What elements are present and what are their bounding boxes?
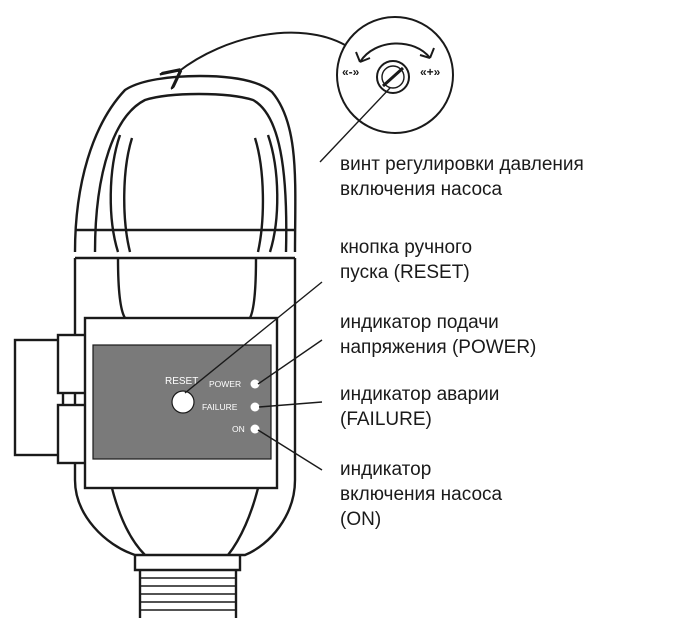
callout-failure-indicator: индикатор аварии (FAILURE) [340,382,499,432]
on-led [250,424,260,434]
side-connector [13,333,90,465]
callout-pressure-screw: винт регулировки давления включения насо… [340,152,584,202]
panel-power-label: POWER [209,379,241,389]
callout-on-line3: (ON) [340,509,382,530]
callout-pressure-screw-line1: винт регулировки давления [340,154,584,175]
failure-led [250,402,260,412]
callout-failure-line1: индикатор аварии [340,384,500,405]
callout-on-indicator: индикатор включения насоса (ON) [340,457,502,532]
callout-reset-line2: пуска (RESET) [340,262,470,283]
dial-plus-label: «+» [420,65,441,79]
screw-dial: «-» «+» [336,16,454,134]
dial-minus-label: «-» [342,65,360,79]
callout-power-indicator: индикатор подачи напряжения (POWER) [340,310,536,360]
dial-pointer-arrow [178,31,346,72]
thread-fitting [140,577,236,611]
callout-reset-button: кнопка ручного пуска (RESET) [340,235,472,285]
callout-failure-line2: (FAILURE) [340,409,432,430]
callout-pressure-screw-line2: включения насоса [340,179,503,200]
leader-lines [184,87,391,471]
callout-power-line1: индикатор подачи [340,312,499,333]
panel-reset-label: RESET [165,376,198,387]
device-body [73,74,297,618]
callout-on-line1: индикатор [340,459,432,480]
panel-on-label: ON [232,424,245,434]
callout-reset-line1: кнопка ручного [340,237,473,258]
reset-button[interactable] [171,390,195,414]
callout-power-line2: напряжения (POWER) [340,337,537,358]
panel-failure-label: FAILURE [202,402,238,412]
callout-on-line2: включения насоса [340,484,503,505]
power-led [250,379,260,389]
